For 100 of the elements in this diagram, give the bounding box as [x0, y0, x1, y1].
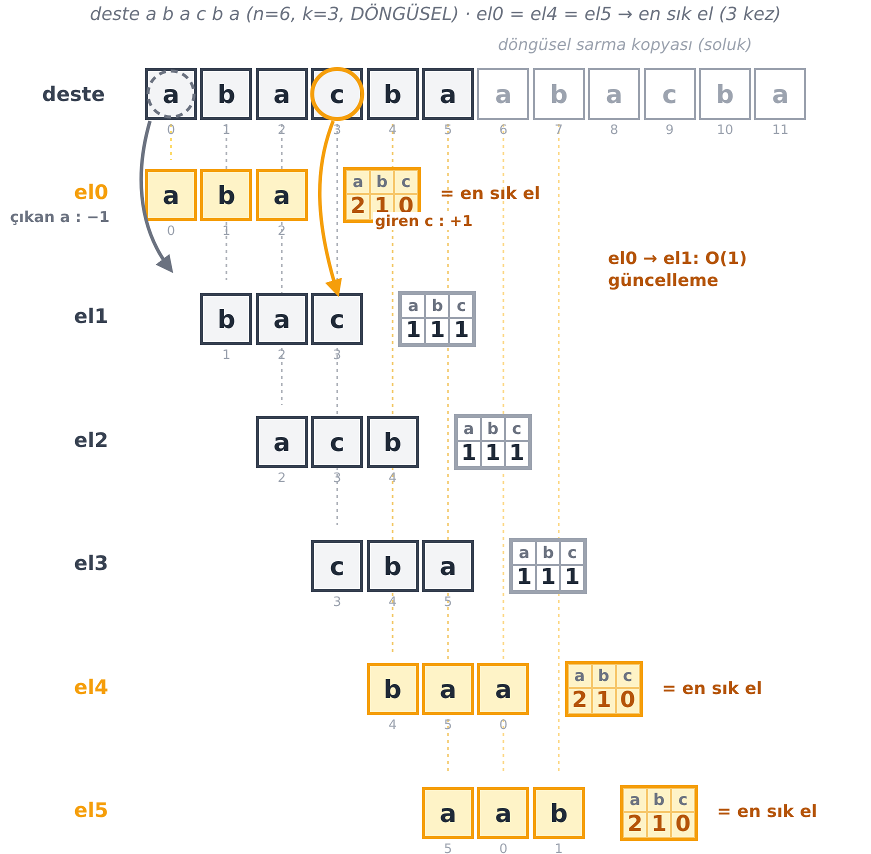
tile-letter: c: [330, 554, 345, 578]
index-number: 2: [276, 472, 287, 486]
index-number: 0: [498, 719, 509, 733]
tile-letter: a: [606, 82, 623, 106]
table-cell: b: [592, 664, 616, 688]
tile-letter: b: [217, 306, 236, 332]
table-cell: c: [449, 294, 474, 318]
title: deste a b a c b a (n=6, k=3, DÖNGÜSEL) · el0 = el4 = el5 → en sık el (3 kez): [88, 4, 782, 25]
index-number: 0: [166, 124, 176, 138]
table-cell: 2: [568, 688, 592, 714]
table-cell: b: [425, 294, 450, 318]
row-label: el5: [74, 798, 108, 822]
tile-letter: a: [273, 306, 290, 332]
table-cell: 1: [560, 565, 584, 591]
table-cell: a: [512, 541, 536, 565]
row-label: deste: [42, 82, 105, 106]
index-number: 7: [554, 124, 564, 138]
row-label: el1: [74, 304, 108, 328]
index-number: 1: [221, 349, 232, 363]
table-cell: 0: [616, 688, 640, 714]
index-number: 3: [332, 124, 342, 138]
index-number: 3: [332, 472, 342, 486]
table-cell: a: [401, 294, 426, 318]
row-label: el2: [74, 428, 108, 452]
table-cell: 1: [456, 441, 481, 467]
edge-label: çıkan a : −1: [8, 208, 112, 226]
index-number: 1: [221, 124, 232, 138]
tile-letter: a: [162, 82, 180, 106]
tile-letter: a: [162, 182, 180, 208]
arrow: [318, 120, 342, 298]
tile-letter: a: [440, 554, 456, 578]
table-cell: c: [394, 170, 418, 194]
tile-letter: a: [440, 676, 456, 702]
arrow: [140, 120, 173, 274]
table-cell: b: [647, 788, 671, 812]
index-number: 4: [387, 472, 398, 486]
tile-letter: b: [217, 82, 236, 106]
tile-letter: a: [494, 800, 512, 826]
index-number: 2: [276, 225, 287, 239]
tile-letter: a: [494, 676, 512, 702]
index-number: 4: [387, 719, 398, 733]
table-cell: 1: [512, 565, 536, 591]
index-number: 8: [609, 124, 620, 138]
table-cell: 2: [346, 194, 370, 220]
tile-letter: c: [662, 82, 677, 106]
index-number: 1: [221, 225, 232, 239]
row-label: el4: [74, 675, 108, 699]
tile-letter: c: [330, 82, 345, 106]
tile-letter: a: [273, 182, 290, 208]
tile-letter: b: [384, 554, 402, 578]
table-cell: 1: [647, 812, 671, 838]
index-number: 5: [442, 843, 454, 854]
table-cell: 1: [504, 441, 529, 467]
tile-letter: b: [716, 82, 734, 106]
index-number: 3: [332, 349, 342, 363]
tile-letter: b: [217, 182, 236, 208]
tile-letter: b: [384, 82, 402, 106]
annotation: = en sık el: [440, 184, 540, 204]
index-number: 1: [554, 843, 564, 854]
index-number: 2: [276, 124, 287, 138]
index-number: 2: [276, 349, 287, 363]
table-cell: b: [536, 541, 560, 565]
tile-letter: a: [273, 82, 290, 106]
table-cell: 1: [592, 688, 616, 714]
tile-letter: b: [550, 82, 568, 106]
tile-letter: b: [384, 430, 402, 454]
index-number: 5: [442, 124, 454, 138]
table-cell: 1: [480, 441, 505, 467]
index-number: 0: [166, 225, 176, 239]
index-number: 4: [387, 124, 398, 138]
tile-letter: a: [494, 82, 512, 106]
index-number: 10: [716, 124, 734, 138]
table-cell: c: [504, 417, 529, 441]
table-cell: a: [568, 664, 592, 688]
table-cell: 2: [623, 812, 647, 838]
edge-label: giren c : +1: [373, 212, 475, 230]
index-number: 4: [387, 596, 398, 610]
index-number: 5: [442, 596, 454, 610]
table-cell: 1: [536, 565, 560, 591]
table-cell: a: [346, 170, 370, 194]
annotation: = en sık el: [717, 802, 818, 822]
index-number: 5: [442, 719, 454, 733]
tile-letter: b: [384, 676, 402, 702]
row-label: el3: [74, 551, 108, 575]
table-cell: 1: [425, 318, 450, 344]
table-cell: b: [480, 417, 505, 441]
table-cell: 1: [401, 318, 426, 344]
index-number: 6: [498, 124, 509, 138]
index-number: 0: [498, 843, 509, 854]
tile-letter: a: [440, 82, 456, 106]
caption-note: döngüsel sarma kopyası (soluk): [498, 35, 752, 54]
table-cell: b: [370, 170, 394, 194]
table-cell: c: [671, 788, 695, 812]
index-number: 11: [771, 124, 790, 138]
index-number: 9: [664, 124, 675, 138]
row-label: el0: [74, 180, 108, 204]
annotation: el0 → el1: O(1) güncelleme: [608, 248, 748, 292]
annotation: = en sık el: [662, 679, 762, 699]
table-cell: c: [560, 541, 584, 565]
tile-letter: c: [330, 306, 345, 332]
